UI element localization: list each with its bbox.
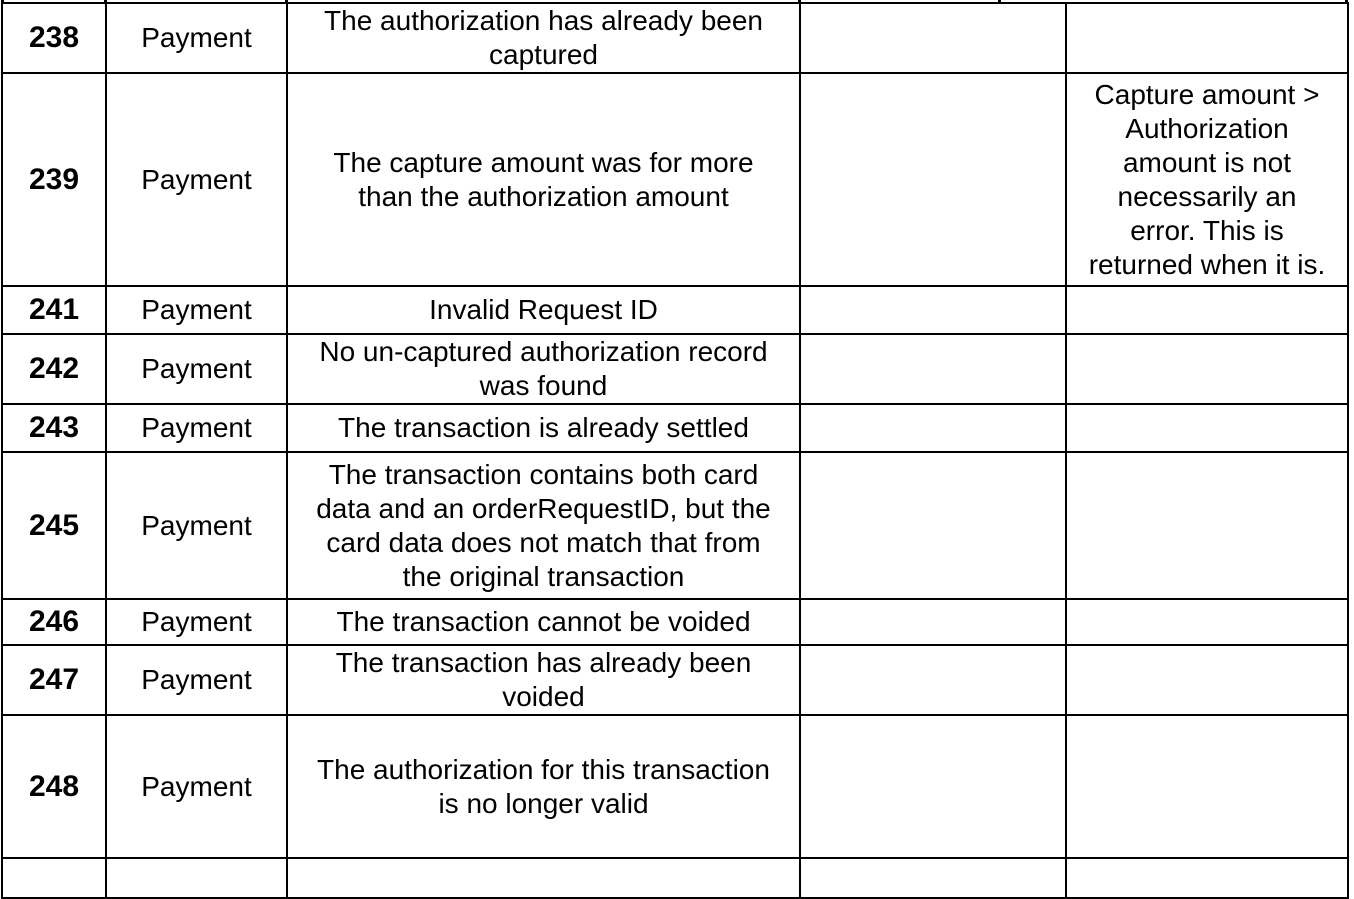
cell-category (105, 857, 288, 899)
cropped-row-border-stub (104, 0, 107, 4)
cell-category: Payment (105, 403, 288, 453)
table-row: 238 Payment The authorization has alread… (1, 2, 1349, 74)
cell-code: 246 (1, 598, 107, 646)
table-row: 241 Payment Invalid Request ID (1, 285, 1349, 335)
cell-description: Invalid Request ID (286, 285, 801, 335)
table-row: 248 Payment The authorization for this t… (1, 714, 1349, 859)
table-row: 247 Payment The transaction has already … (1, 644, 1349, 716)
cell-category: Payment (105, 285, 288, 335)
cell-extra (799, 857, 1067, 899)
cell-category: Payment (105, 644, 288, 716)
cell-notes (1065, 857, 1349, 899)
cell-code: 245 (1, 451, 107, 600)
cell-notes (1065, 714, 1349, 859)
cell-extra (799, 451, 1067, 600)
cell-notes (1065, 598, 1349, 646)
cell-code: 242 (1, 333, 107, 405)
cell-description (286, 857, 801, 899)
cell-extra (799, 72, 1067, 287)
cell-extra (799, 2, 1067, 74)
cell-notes (1065, 285, 1349, 335)
cell-description: The transaction cannot be voided (286, 598, 801, 646)
cell-category: Payment (105, 714, 288, 859)
cropped-row-border-stub (798, 0, 801, 4)
cell-extra (799, 333, 1067, 405)
cell-notes (1065, 2, 1349, 74)
cropped-row-border-stub (1, 0, 4, 4)
table-row-partial (1, 857, 1349, 899)
cell-code: 243 (1, 403, 107, 453)
cell-category: Payment (105, 333, 288, 405)
cell-category: Payment (105, 598, 288, 646)
cell-code: 248 (1, 714, 107, 859)
table-row: 242 Payment No un-captured authorization… (1, 333, 1349, 405)
cell-extra (799, 285, 1067, 335)
cell-category: Payment (105, 451, 288, 600)
cropped-row-border-stub (1345, 0, 1348, 4)
cell-category: Payment (105, 2, 288, 74)
cell-notes (1065, 333, 1349, 405)
cell-code (1, 857, 107, 899)
cell-code: 247 (1, 644, 107, 716)
cell-notes (1065, 644, 1349, 716)
cell-code: 239 (1, 72, 107, 287)
cell-code: 241 (1, 285, 107, 335)
table-row: 246 Payment The transaction cannot be vo… (1, 598, 1349, 646)
cell-notes: Capture amount > Authorization amount is… (1065, 72, 1349, 287)
cell-extra (799, 598, 1067, 646)
cell-description: The authorization has already been captu… (286, 2, 801, 74)
cell-extra (799, 714, 1067, 859)
cell-description: The transaction contains both card data … (286, 451, 801, 600)
cell-category: Payment (105, 72, 288, 287)
cell-notes (1065, 451, 1349, 600)
cropped-row-border-stub (285, 0, 288, 4)
table-row: 245 Payment The transaction contains bot… (1, 451, 1349, 600)
table-row: 243 Payment The transaction is already s… (1, 403, 1349, 453)
cell-description: The authorization for this transaction i… (286, 714, 801, 859)
cell-notes (1065, 403, 1349, 453)
cell-description: The transaction is already settled (286, 403, 801, 453)
cell-extra (799, 644, 1067, 716)
cell-code: 238 (1, 2, 107, 74)
cropped-row-border-stub (998, 0, 1001, 4)
cell-description: The transaction has already been voided (286, 644, 801, 716)
cell-extra (799, 403, 1067, 453)
cell-description: No un-captured authorization record was … (286, 333, 801, 405)
table-row: 239 Payment The capture amount was for m… (1, 72, 1349, 287)
cell-description: The capture amount was for more than the… (286, 72, 801, 287)
